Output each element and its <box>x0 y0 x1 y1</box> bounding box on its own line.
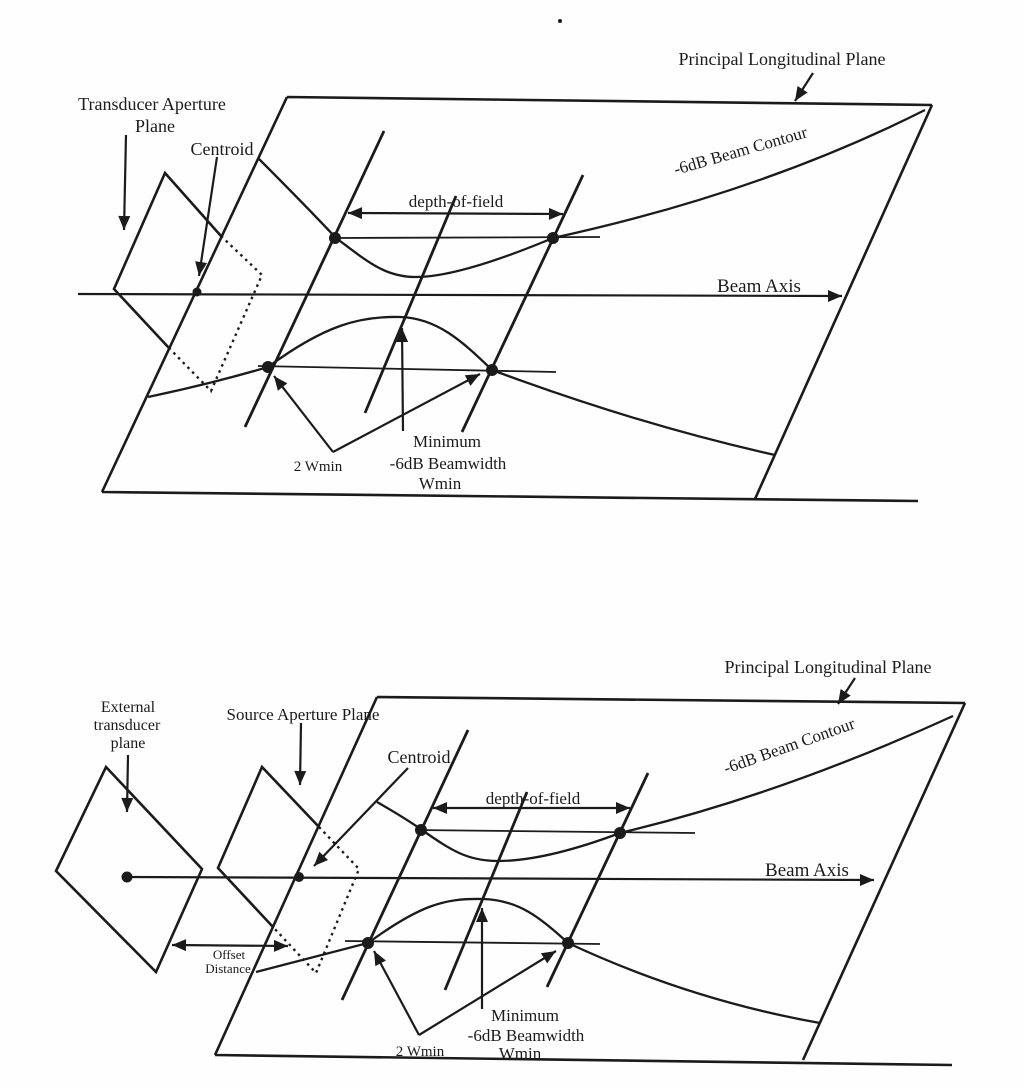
top-diagram: Transducer Aperture Plane Centroid Princ… <box>77 49 934 503</box>
dof-boundary-right-line <box>545 772 650 988</box>
upper-width-line <box>414 829 696 834</box>
beam-axis-label: Beam Axis <box>765 860 849 881</box>
beam-axis-line <box>77 289 843 302</box>
external-transducer-plane <box>54 764 204 975</box>
minimum-label-line3: Wmin <box>419 474 462 493</box>
two-wmin-arrow-left <box>273 375 334 453</box>
transducer-aperture-plane-hidden-edges <box>168 235 264 394</box>
dof-lower-left-point <box>262 361 274 373</box>
source-aperture-label: Source Aperture Plane <box>227 705 380 724</box>
dof-upper-left-point <box>415 824 427 836</box>
dof-upper-right-point <box>614 827 626 839</box>
dof-lower-right-point <box>562 937 574 949</box>
beam-axis-label: Beam Axis <box>717 276 801 297</box>
external-plane-label-line3: plane <box>111 735 146 752</box>
transducer-aperture-plane-visible-edges <box>112 170 222 349</box>
offset-distance-arrow <box>171 939 289 952</box>
transducer-aperture-label-line1: Transducer Aperture <box>78 94 226 114</box>
lower-width-line <box>344 940 601 945</box>
centroid-label-arrow <box>313 767 409 867</box>
external-plane-label-line2: transducer <box>94 717 161 734</box>
source-aperture-plane-visible-edges <box>216 764 320 928</box>
beam-axis-line <box>126 873 875 886</box>
two-wmin-label: 2 Wmin <box>294 459 343 475</box>
beam-contour-lower <box>255 897 821 1025</box>
centroid-label: Centroid <box>388 747 451 767</box>
depth-of-field-label: depth-of-field <box>486 789 581 808</box>
offset-distance-label-line1: Offset <box>213 947 246 962</box>
external-plane-label-arrow <box>121 754 134 813</box>
lower-width-line <box>257 365 557 373</box>
depth-of-field-arrow <box>347 207 564 220</box>
focal-plane-line <box>443 791 529 991</box>
dof-upper-right-point <box>547 232 559 244</box>
minimum-label-line2: -6dB Beamwidth <box>468 1026 585 1045</box>
offset-distance-label-line2: Distance <box>205 961 251 976</box>
depth-of-field-label: depth-of-field <box>409 192 504 211</box>
centroid-point <box>192 287 202 297</box>
minimum-label-line1: Minimum <box>413 432 481 451</box>
focal-plane-line <box>363 195 458 414</box>
source-aperture-label-arrow <box>294 722 307 786</box>
minimum-label-line1: Minimum <box>491 1006 559 1025</box>
principal-plane-label-arrow <box>837 677 856 705</box>
beam-contour-upper <box>257 108 926 279</box>
principal-plane-label-arrow <box>794 72 814 102</box>
dof-boundary-left-line <box>340 729 470 1001</box>
dof-lower-right-point <box>486 364 498 376</box>
beam-contour-label: -6dB Beam Contour <box>721 714 858 778</box>
two-wmin-arrow-right <box>418 950 557 1036</box>
minimum-beamwidth-arrow <box>396 327 409 432</box>
aperture-label-arrow <box>118 134 131 231</box>
source-centroid-point <box>294 872 304 882</box>
source-aperture-plane-hidden-edges <box>272 826 361 976</box>
principal-plane-label: Principal Longitudinal Plane <box>679 49 886 69</box>
centroid-label-arrow <box>195 156 219 277</box>
minimum-label-line3: Wmin <box>499 1044 542 1063</box>
external-plane-label-line1: External <box>101 699 156 716</box>
two-wmin-arrow-left <box>373 950 420 1036</box>
centroid-label: Centroid <box>191 139 254 159</box>
beam-contour-lower <box>147 315 776 457</box>
principal-plane-label: Principal Longitudinal Plane <box>725 657 932 677</box>
dof-lower-left-point <box>362 937 374 949</box>
bottom-diagram: External transducer plane Source Apertur… <box>54 657 967 1067</box>
minimum-label-line2: -6dB Beamwidth <box>390 454 507 473</box>
dof-boundary-left-line <box>243 130 386 428</box>
external-plane-center-point <box>121 871 133 883</box>
scan-speck <box>558 19 562 23</box>
two-wmin-label: 2 Wmin <box>396 1044 445 1060</box>
transducer-aperture-label-line2: Plane <box>135 116 175 136</box>
two-wmin-arrow-right <box>332 373 481 453</box>
dof-upper-left-point <box>329 232 341 244</box>
